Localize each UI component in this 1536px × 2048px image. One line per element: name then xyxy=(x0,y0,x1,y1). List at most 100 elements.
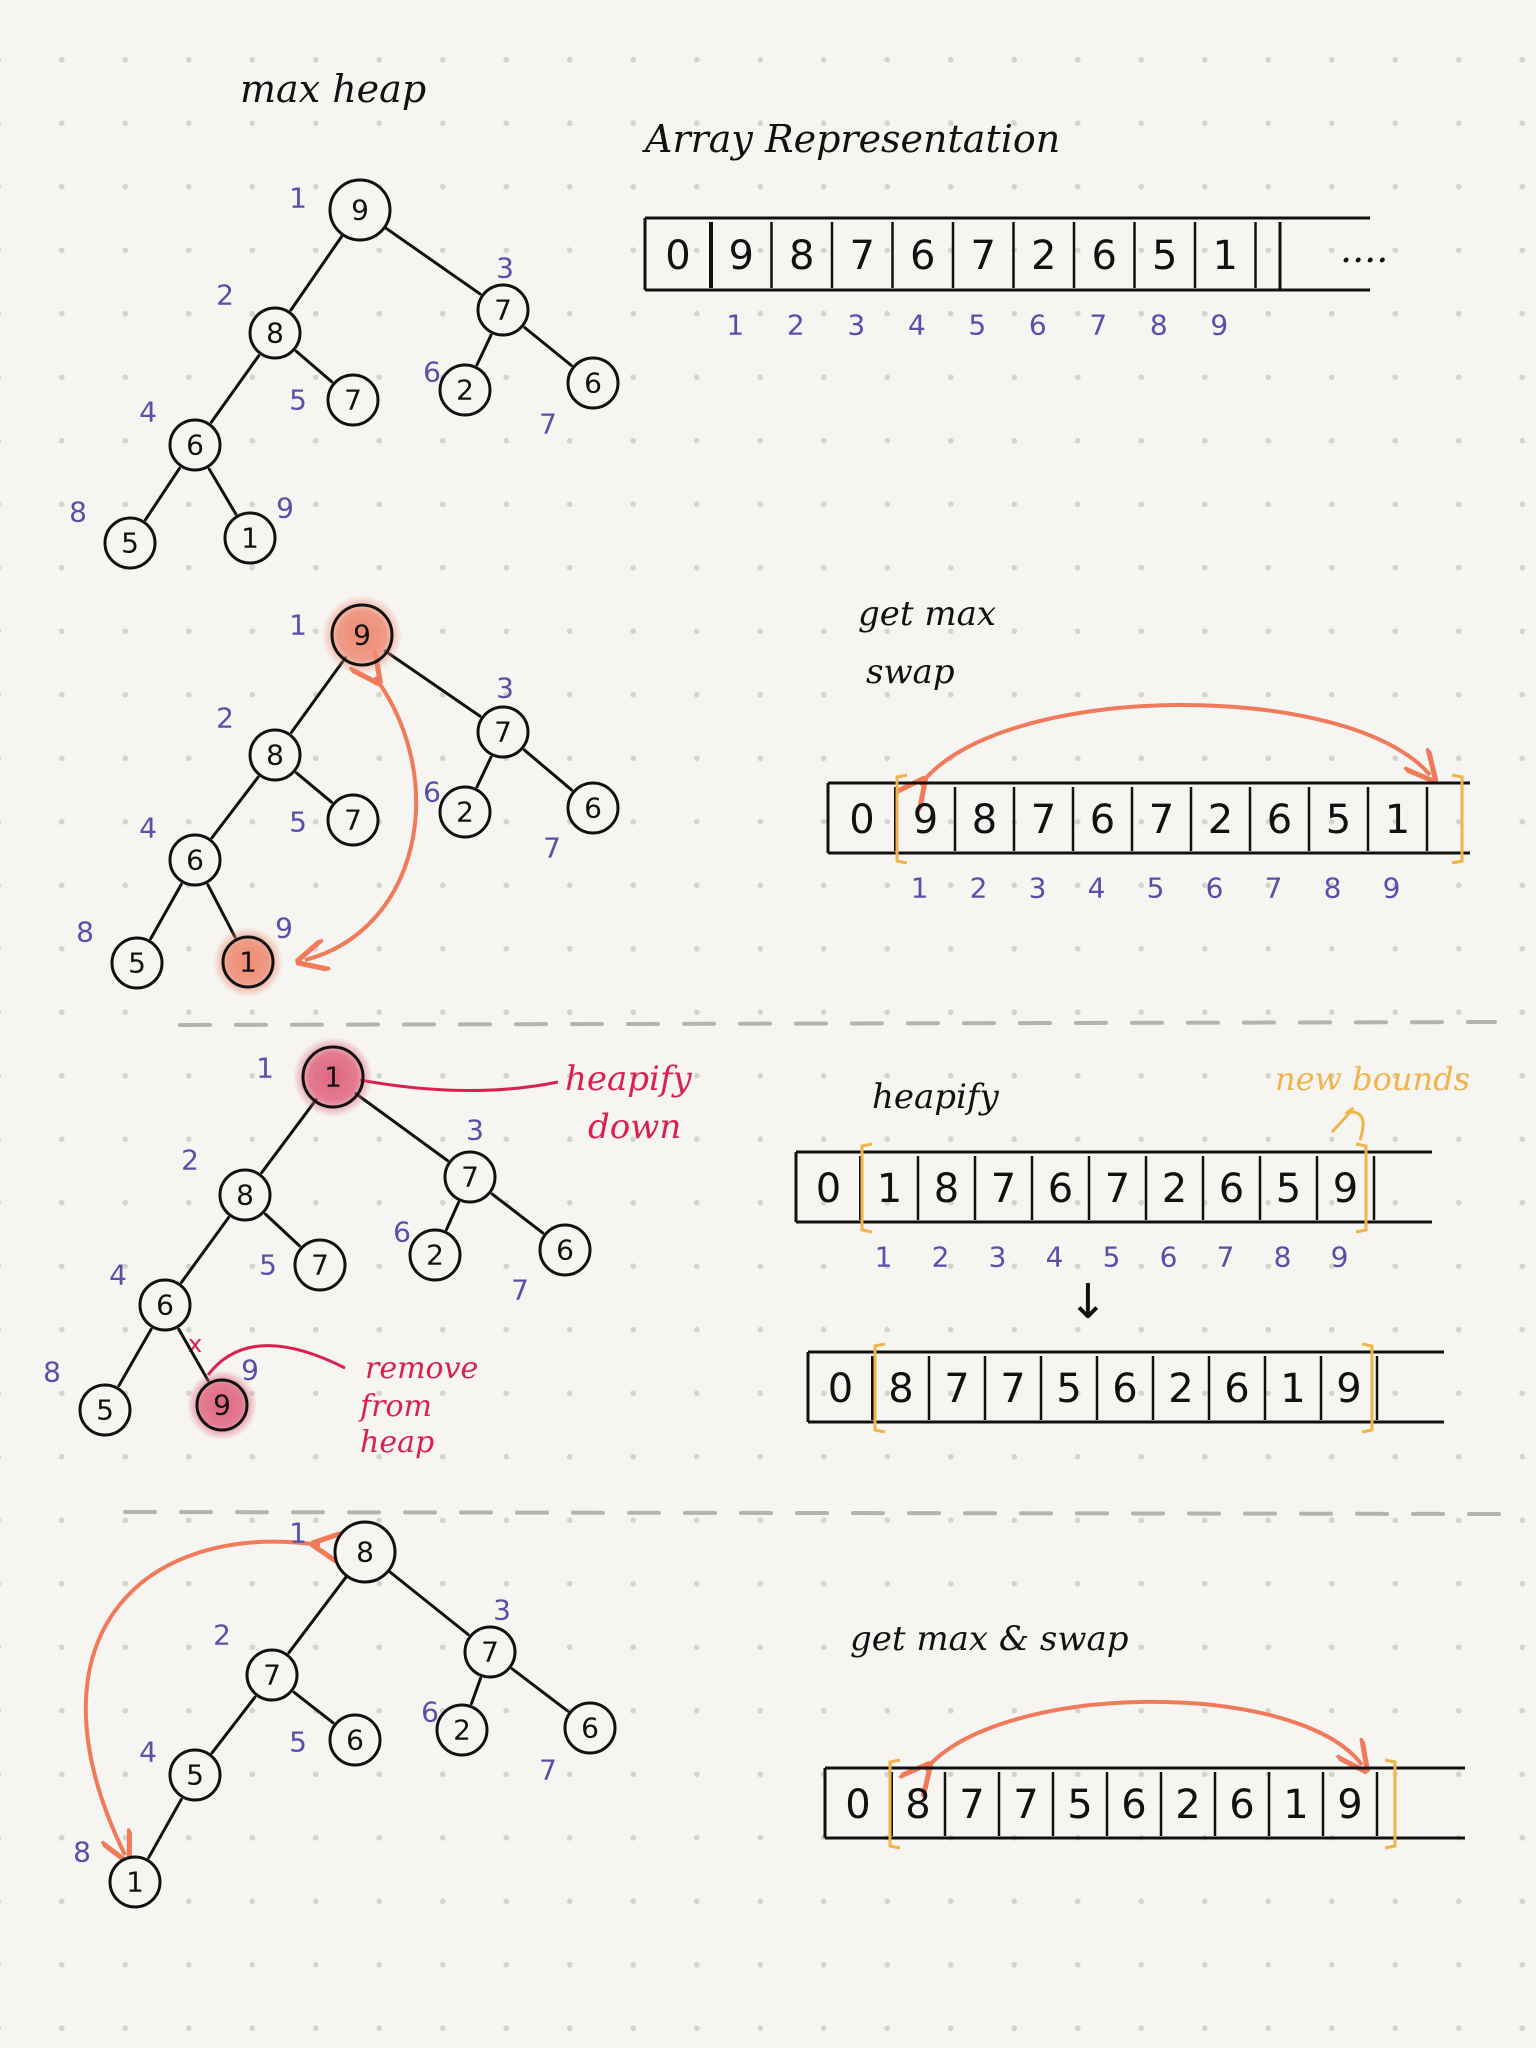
tree-node xyxy=(563,1701,617,1755)
tree-node-index: 2 xyxy=(213,1619,231,1652)
highlight-glow xyxy=(322,595,402,675)
tree-node-value: 7 xyxy=(344,384,362,417)
tree-edge xyxy=(207,467,238,516)
array-cell: 6 xyxy=(1048,1166,1073,1212)
array-cell: 6 xyxy=(1090,797,1115,843)
array-cell: 7 xyxy=(850,233,875,279)
tree-node-index: 9 xyxy=(275,912,293,945)
tree-node-value: 7 xyxy=(263,1659,281,1692)
tree-node xyxy=(108,1855,162,1909)
array-cell: 7 xyxy=(971,233,996,279)
array-index: 7 xyxy=(1265,872,1283,905)
array-cell: 7 xyxy=(1149,797,1174,843)
tree-node-index: 3 xyxy=(466,1114,484,1147)
tree-node xyxy=(168,418,222,472)
tree-node-value: 6 xyxy=(556,1234,574,1267)
tree-edge xyxy=(179,1216,231,1284)
tree-node-value: 6 xyxy=(581,1712,599,1745)
tree-edge xyxy=(381,224,482,296)
tree-node xyxy=(408,1228,462,1282)
remove-from-heap-label: from xyxy=(358,1389,432,1424)
tree-edge xyxy=(444,1201,461,1231)
tree-node xyxy=(326,373,380,427)
array-cell: 6 xyxy=(1224,1366,1249,1412)
tree-node-index: 2 xyxy=(216,279,234,312)
array-index: 9 xyxy=(1383,872,1401,905)
ellipsis: .... xyxy=(1340,227,1388,271)
array-cell: 9 xyxy=(1333,1166,1358,1212)
array-index: 1 xyxy=(911,872,929,905)
tree-node xyxy=(168,1748,222,1802)
tree-edge xyxy=(510,1667,570,1713)
tree-node-value: 6 xyxy=(186,844,204,877)
array-index: 8 xyxy=(1150,309,1168,342)
array-cell: 2 xyxy=(1162,1166,1187,1212)
tree-node-value: 7 xyxy=(494,294,512,327)
tree-node-index: 4 xyxy=(139,812,157,845)
tree-edge xyxy=(383,649,482,718)
tree-node-value: 1 xyxy=(126,1866,144,1899)
tree-node-value: 6 xyxy=(186,429,204,462)
tree-node xyxy=(103,516,157,570)
array-cell: 9 xyxy=(913,797,938,843)
bounds-bracket xyxy=(888,1758,901,1850)
heapify-note: heapify xyxy=(872,1077,1000,1117)
tree-edge xyxy=(260,1097,318,1175)
array-cell: 6 xyxy=(1112,1366,1137,1412)
array-index: 9 xyxy=(1331,1241,1349,1274)
bounds-bracket xyxy=(860,1142,873,1234)
tree-node-index: 5 xyxy=(259,1249,277,1282)
swap-note: swap xyxy=(866,652,955,692)
tree-node-index: 6 xyxy=(423,776,441,809)
bounds-bracket xyxy=(873,1342,886,1434)
array-cell: 5 xyxy=(1152,233,1177,279)
array-cell: 1 xyxy=(1385,797,1410,843)
tree-node xyxy=(566,356,620,410)
tree-node-index: 8 xyxy=(73,1836,91,1869)
tree-node xyxy=(301,1045,365,1109)
tree-edge xyxy=(475,755,493,789)
array-index: 1 xyxy=(726,309,744,342)
tree-node-value: 2 xyxy=(426,1239,444,1272)
tree-node-index: 9 xyxy=(276,492,294,525)
tree-node xyxy=(476,283,530,337)
tree-node xyxy=(293,1238,347,1292)
array-index: 2 xyxy=(970,872,988,905)
tree-node xyxy=(476,705,530,759)
tree-node xyxy=(248,728,302,782)
array-index: 8 xyxy=(1274,1241,1292,1274)
section-divider xyxy=(178,1020,1497,1027)
tree-edge xyxy=(147,1797,183,1860)
tree-node-index: 2 xyxy=(216,702,234,735)
tree-node-index: 7 xyxy=(543,832,561,865)
tree-edge xyxy=(490,1192,545,1235)
bounds-bracket xyxy=(1451,773,1464,865)
array-index: 5 xyxy=(1103,1241,1121,1274)
tree-node xyxy=(330,603,394,667)
tree-node-value: 8 xyxy=(236,1179,254,1212)
tree-node-index: 5 xyxy=(289,384,307,417)
tree-node-index: 1 xyxy=(256,1052,274,1085)
tree-node-index: 3 xyxy=(496,252,514,285)
array-cell: 0 xyxy=(828,1366,853,1412)
tree-edge xyxy=(289,656,348,734)
array-cell: 0 xyxy=(816,1166,841,1212)
get-max-note: get max xyxy=(858,594,996,634)
tree-node-value: 2 xyxy=(453,1714,471,1747)
tree-edge xyxy=(287,1572,350,1655)
tree-node xyxy=(443,1150,497,1204)
tree-node xyxy=(463,1625,517,1679)
tree-edge xyxy=(209,354,261,424)
array-cell: 7 xyxy=(944,1366,969,1412)
tree-edge xyxy=(289,231,346,312)
array-cell: 0 xyxy=(845,1782,870,1828)
tree-node-value: 8 xyxy=(356,1536,374,1569)
array-cell: 7 xyxy=(1105,1166,1130,1212)
tree-node-value: 1 xyxy=(241,522,259,555)
tree-edge xyxy=(354,1092,449,1162)
array-cell: 6 xyxy=(1267,797,1292,843)
tree-node xyxy=(435,1703,489,1757)
